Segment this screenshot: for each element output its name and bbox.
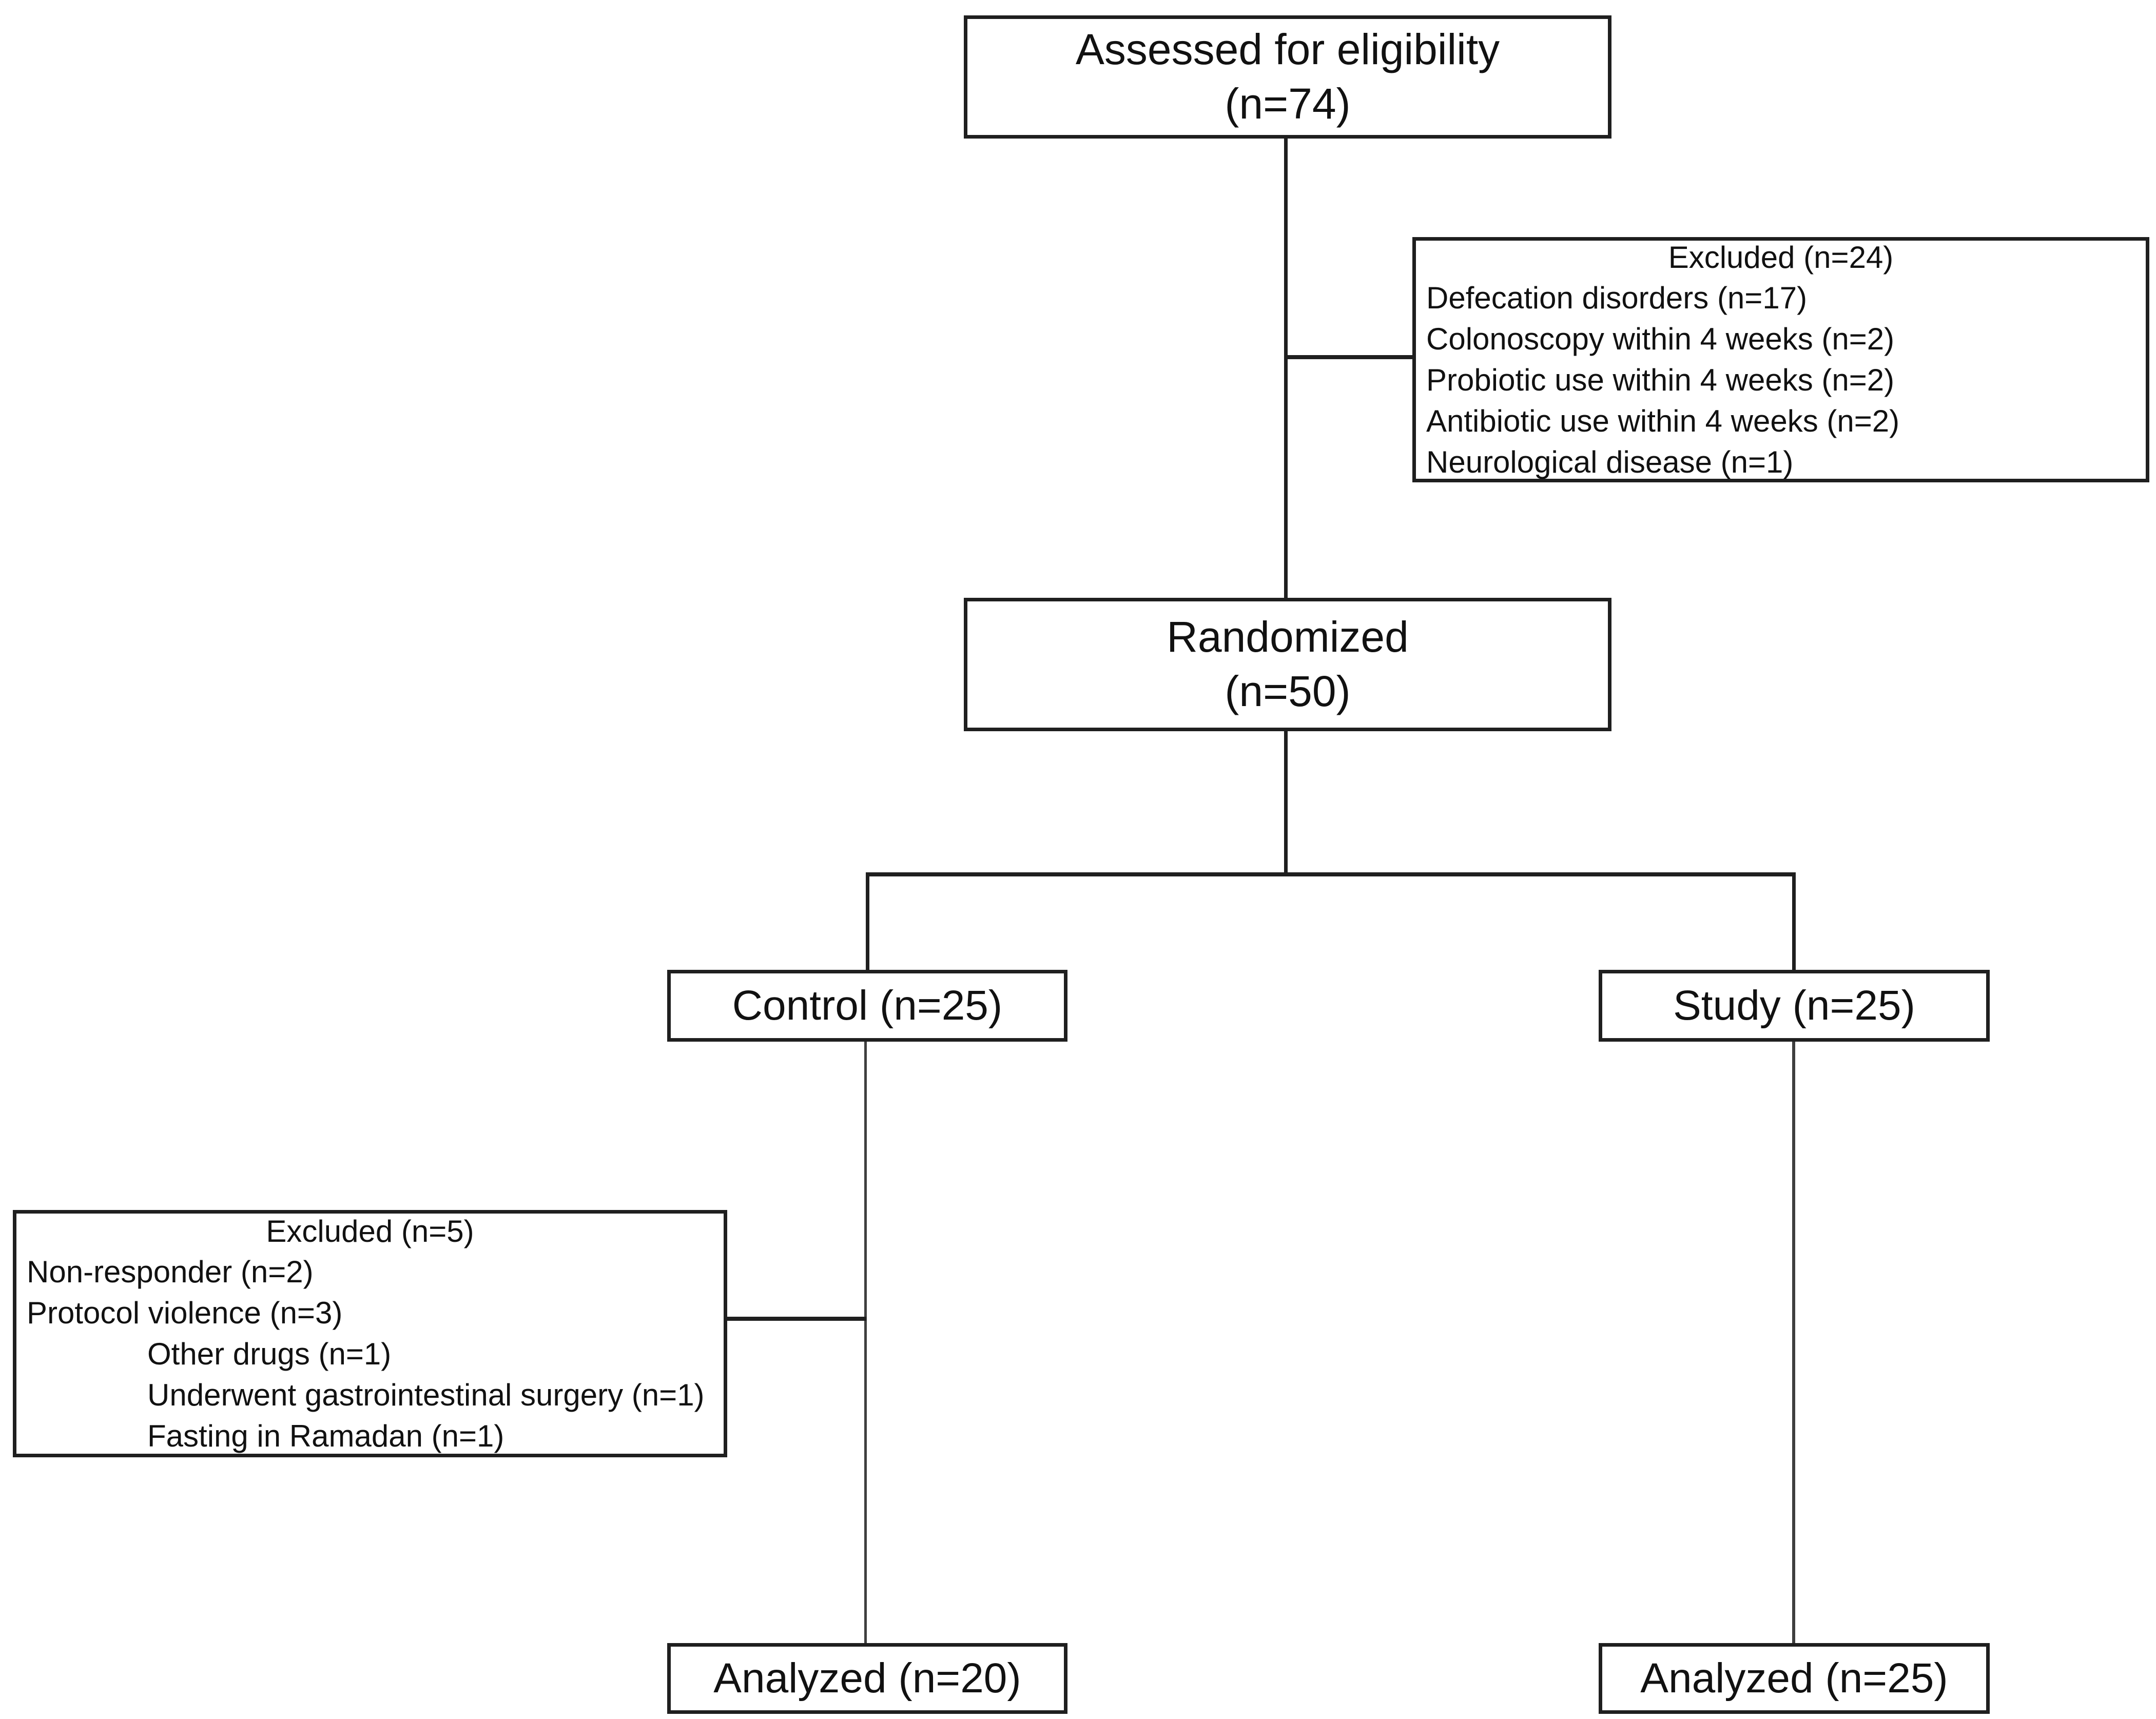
study-arm-label: Study (n=25): [1673, 982, 1915, 1029]
excluded-enrollment-item: Probiotic use within 4 weeks (n=2): [1426, 363, 1895, 397]
assessed-eligibility-label: Assessed for eligibility: [1075, 25, 1500, 74]
analyzed-study-box: Analyzed (n=25): [1599, 1643, 1990, 1714]
connector-to-excluded-control-box: [725, 1317, 866, 1321]
randomized-box: Randomized (n=50): [964, 598, 1611, 731]
study-arm-box: Study (n=25): [1599, 970, 1990, 1042]
assessed-eligibility-box: Assessed for eligibility (n=74): [964, 15, 1611, 139]
excluded-enrollment-title: Excluded (n=24): [1668, 240, 1894, 275]
control-arm-box: Control (n=25): [667, 970, 1067, 1042]
excluded-control-subitem: Underwent gastrointestinal surgery (n=1): [147, 1377, 705, 1412]
connector-branch-to-study: [1792, 875, 1796, 971]
excluded-enrollment-box: Excluded (n=24) Defecation disorders (n=…: [1412, 237, 2149, 482]
randomized-label: Randomized: [1167, 613, 1409, 661]
control-arm-label: Control (n=25): [732, 982, 1003, 1029]
excluded-control-title: Excluded (n=5): [266, 1214, 474, 1248]
assessed-eligibility-count: (n=74): [1225, 80, 1351, 128]
connector-branch-to-control: [866, 875, 869, 971]
analyzed-control-label: Analyzed (n=20): [713, 1654, 1021, 1702]
connector-study-to-analyzed: [1792, 1040, 1795, 1645]
randomized-count: (n=50): [1225, 667, 1351, 715]
excluded-enrollment-item: Defecation disorders (n=17): [1426, 281, 1808, 316]
connector-randomized-to-branch: [1284, 729, 1288, 876]
excluded-enrollment-item: Antibiotic use within 4 weeks (n=2): [1426, 403, 1900, 438]
connector-assessed-to-randomized: [1284, 136, 1288, 599]
excluded-control-subitem: Other drugs (n=1): [147, 1337, 392, 1371]
connector-control-to-analyzed: [864, 1040, 867, 1645]
analyzed-control-box: Analyzed (n=20): [667, 1643, 1067, 1714]
connector-to-excluded-enrollment-box: [1286, 355, 1414, 359]
excluded-control-item: Non-responder (n=2): [27, 1255, 314, 1290]
excluded-enrollment-item: Colonoscopy within 4 weeks (n=2): [1426, 322, 1895, 357]
excluded-enrollment-item: Neurological disease (n=1): [1426, 444, 1794, 479]
connector-branch-horizontal: [866, 872, 1796, 876]
excluded-control-box: Excluded (n=5) Non-responder (n=2) Proto…: [13, 1210, 727, 1457]
analyzed-study-label: Analyzed (n=25): [1640, 1654, 1948, 1702]
excluded-control-subitem: Fasting in Ramadan (n=1): [147, 1418, 504, 1453]
excluded-control-item: Protocol violence (n=3): [27, 1296, 343, 1331]
